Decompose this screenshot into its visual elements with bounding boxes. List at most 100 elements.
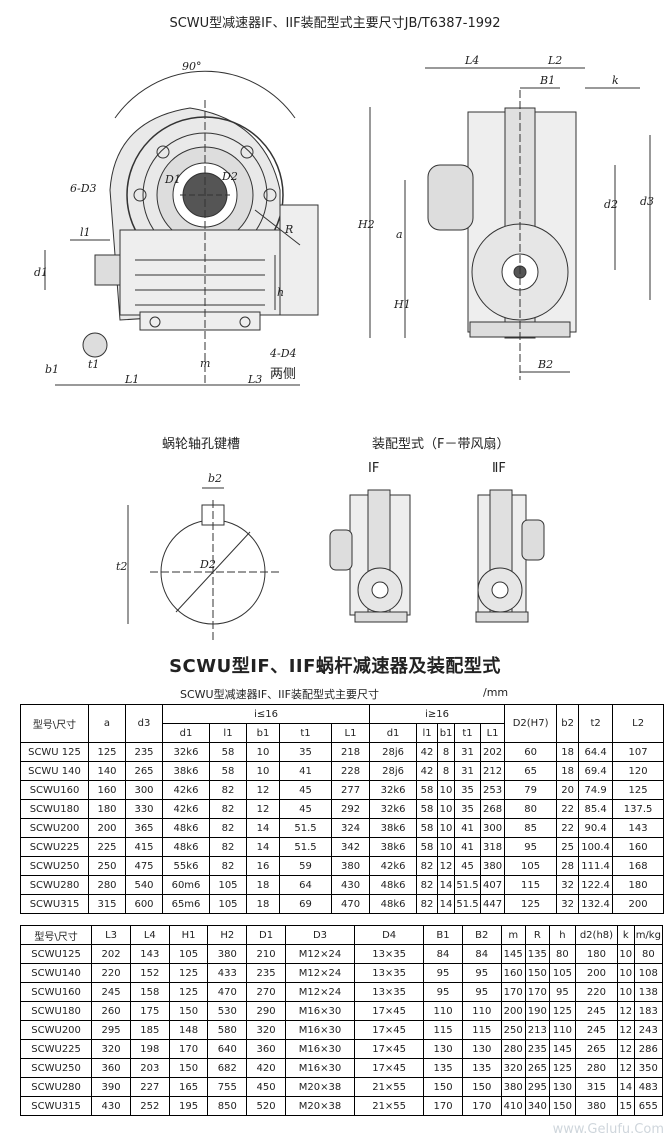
- table-cell: 31: [454, 761, 482, 781]
- label-l4: L4: [464, 54, 479, 67]
- label-h2: H2: [357, 218, 375, 231]
- assembly-form-if: ⅠF: [368, 461, 379, 476]
- table-cell: 13×35: [354, 963, 425, 983]
- table-cell: 150: [168, 1001, 209, 1021]
- table-cell: 100.4: [578, 837, 614, 857]
- table1-header-cell: a: [88, 704, 126, 743]
- table-cell: 190: [524, 1001, 550, 1021]
- table-cell: 38k6: [369, 837, 418, 857]
- table-cell: 168: [612, 856, 665, 876]
- table-cell: 21×55: [354, 1096, 425, 1116]
- label-l2: L2: [547, 54, 562, 67]
- table-cell: SCWU 125: [20, 742, 89, 762]
- table-cell: M16×30: [284, 1039, 356, 1059]
- table-cell: 320: [500, 1058, 526, 1078]
- table2-header-cell: k: [616, 925, 635, 945]
- table-cell: 200: [500, 1001, 526, 1021]
- table-cell: 250: [88, 856, 126, 876]
- label-b2: B2: [537, 358, 553, 371]
- table-cell: 25: [556, 837, 580, 857]
- table-cell: 82: [416, 894, 439, 914]
- table-cell: 14: [437, 894, 456, 914]
- table-cell: 365: [125, 818, 163, 838]
- table-cell: 125: [548, 1001, 577, 1021]
- table-cell: 105: [209, 894, 247, 914]
- table2-header-cell: B2: [461, 925, 502, 945]
- table2-header-cell: D3: [284, 925, 356, 945]
- table-cell: 48k6: [162, 837, 210, 857]
- table-cell: 12: [246, 780, 280, 800]
- table-cell: 35: [454, 799, 482, 819]
- table-cell: 42k6: [162, 799, 210, 819]
- table-cell: 170: [524, 982, 550, 1002]
- table-cell: 202: [480, 742, 506, 762]
- table-cell: 360: [91, 1058, 131, 1078]
- table2-header-cell: L4: [129, 925, 170, 945]
- table2-header-cell: m: [500, 925, 526, 945]
- table-cell: 150: [524, 963, 550, 983]
- table-cell: 22: [556, 799, 580, 819]
- table-cell: 315: [88, 894, 126, 914]
- table-cell: 110: [548, 1020, 577, 1040]
- keyway-drawing: [127, 487, 280, 640]
- table1-subheader-cell: t1: [279, 723, 332, 743]
- table-cell: 170: [423, 1096, 463, 1116]
- label-b1-side: B1: [539, 74, 555, 87]
- table-cell: 682: [207, 1058, 248, 1078]
- table-cell: 125: [88, 742, 126, 762]
- table-cell: 125: [168, 963, 209, 983]
- table-cell: 110: [461, 1001, 502, 1021]
- table-cell: 18: [246, 894, 280, 914]
- label-r: R: [284, 223, 293, 236]
- table-cell: 270: [246, 982, 286, 1002]
- table1-header-cell: b2: [556, 704, 580, 743]
- label-l1: l1: [80, 226, 91, 239]
- table-cell: 84: [461, 944, 502, 964]
- table-cell: 32k6: [369, 799, 418, 819]
- main-title: SCWU型IF、IIF蜗杆减速器及装配型式: [169, 656, 501, 677]
- table1-header-cell: L2: [612, 704, 665, 743]
- table-cell: 48k6: [369, 875, 418, 895]
- table-cell: 295: [524, 1077, 550, 1097]
- table1-subheader-cell: b1: [437, 723, 456, 743]
- table-cell: 51.5: [279, 818, 332, 838]
- table-cell: 245: [575, 1020, 618, 1040]
- table-cell: 58: [209, 761, 247, 781]
- table-cell: 51.5: [454, 875, 482, 895]
- table-cell: 470: [207, 982, 248, 1002]
- table-cell: 13×35: [354, 982, 425, 1002]
- table-cell: 185: [129, 1020, 170, 1040]
- table1-subheader-cell: d1: [162, 723, 210, 743]
- table-cell: 340: [524, 1096, 550, 1116]
- table-cell: 51.5: [279, 837, 332, 857]
- table-cell: 227: [129, 1077, 170, 1097]
- table-cell: 120: [612, 761, 665, 781]
- table-cell: 245: [91, 982, 131, 1002]
- table-cell: 430: [330, 875, 371, 895]
- front-view-drawing: [44, 70, 319, 386]
- table2-header-cell: d2(h8): [575, 925, 618, 945]
- table-cell: 18: [556, 742, 580, 762]
- table-cell: 125: [504, 894, 558, 914]
- table-cell: 286: [633, 1039, 664, 1059]
- table-cell: 150: [168, 1058, 209, 1078]
- table-cell: 42k6: [162, 780, 210, 800]
- table-cell: 115: [461, 1020, 502, 1040]
- table-cell: SCWU250: [19, 1058, 93, 1078]
- table-cell: 640: [207, 1039, 248, 1059]
- label-l3: L3: [247, 373, 262, 386]
- table-cell: 32: [556, 894, 580, 914]
- table-cell: 38k6: [162, 761, 210, 781]
- table-cell: 243: [633, 1020, 664, 1040]
- table-cell: SCWU160: [19, 982, 93, 1002]
- table-cell: 170: [461, 1096, 502, 1116]
- label-d2-keyway: D2: [199, 558, 216, 571]
- table-cell: 600: [125, 894, 163, 914]
- table1-subheader-cell: b1: [246, 723, 280, 743]
- table-cell: 320: [246, 1020, 286, 1040]
- assembly-if-drawing: [329, 489, 411, 623]
